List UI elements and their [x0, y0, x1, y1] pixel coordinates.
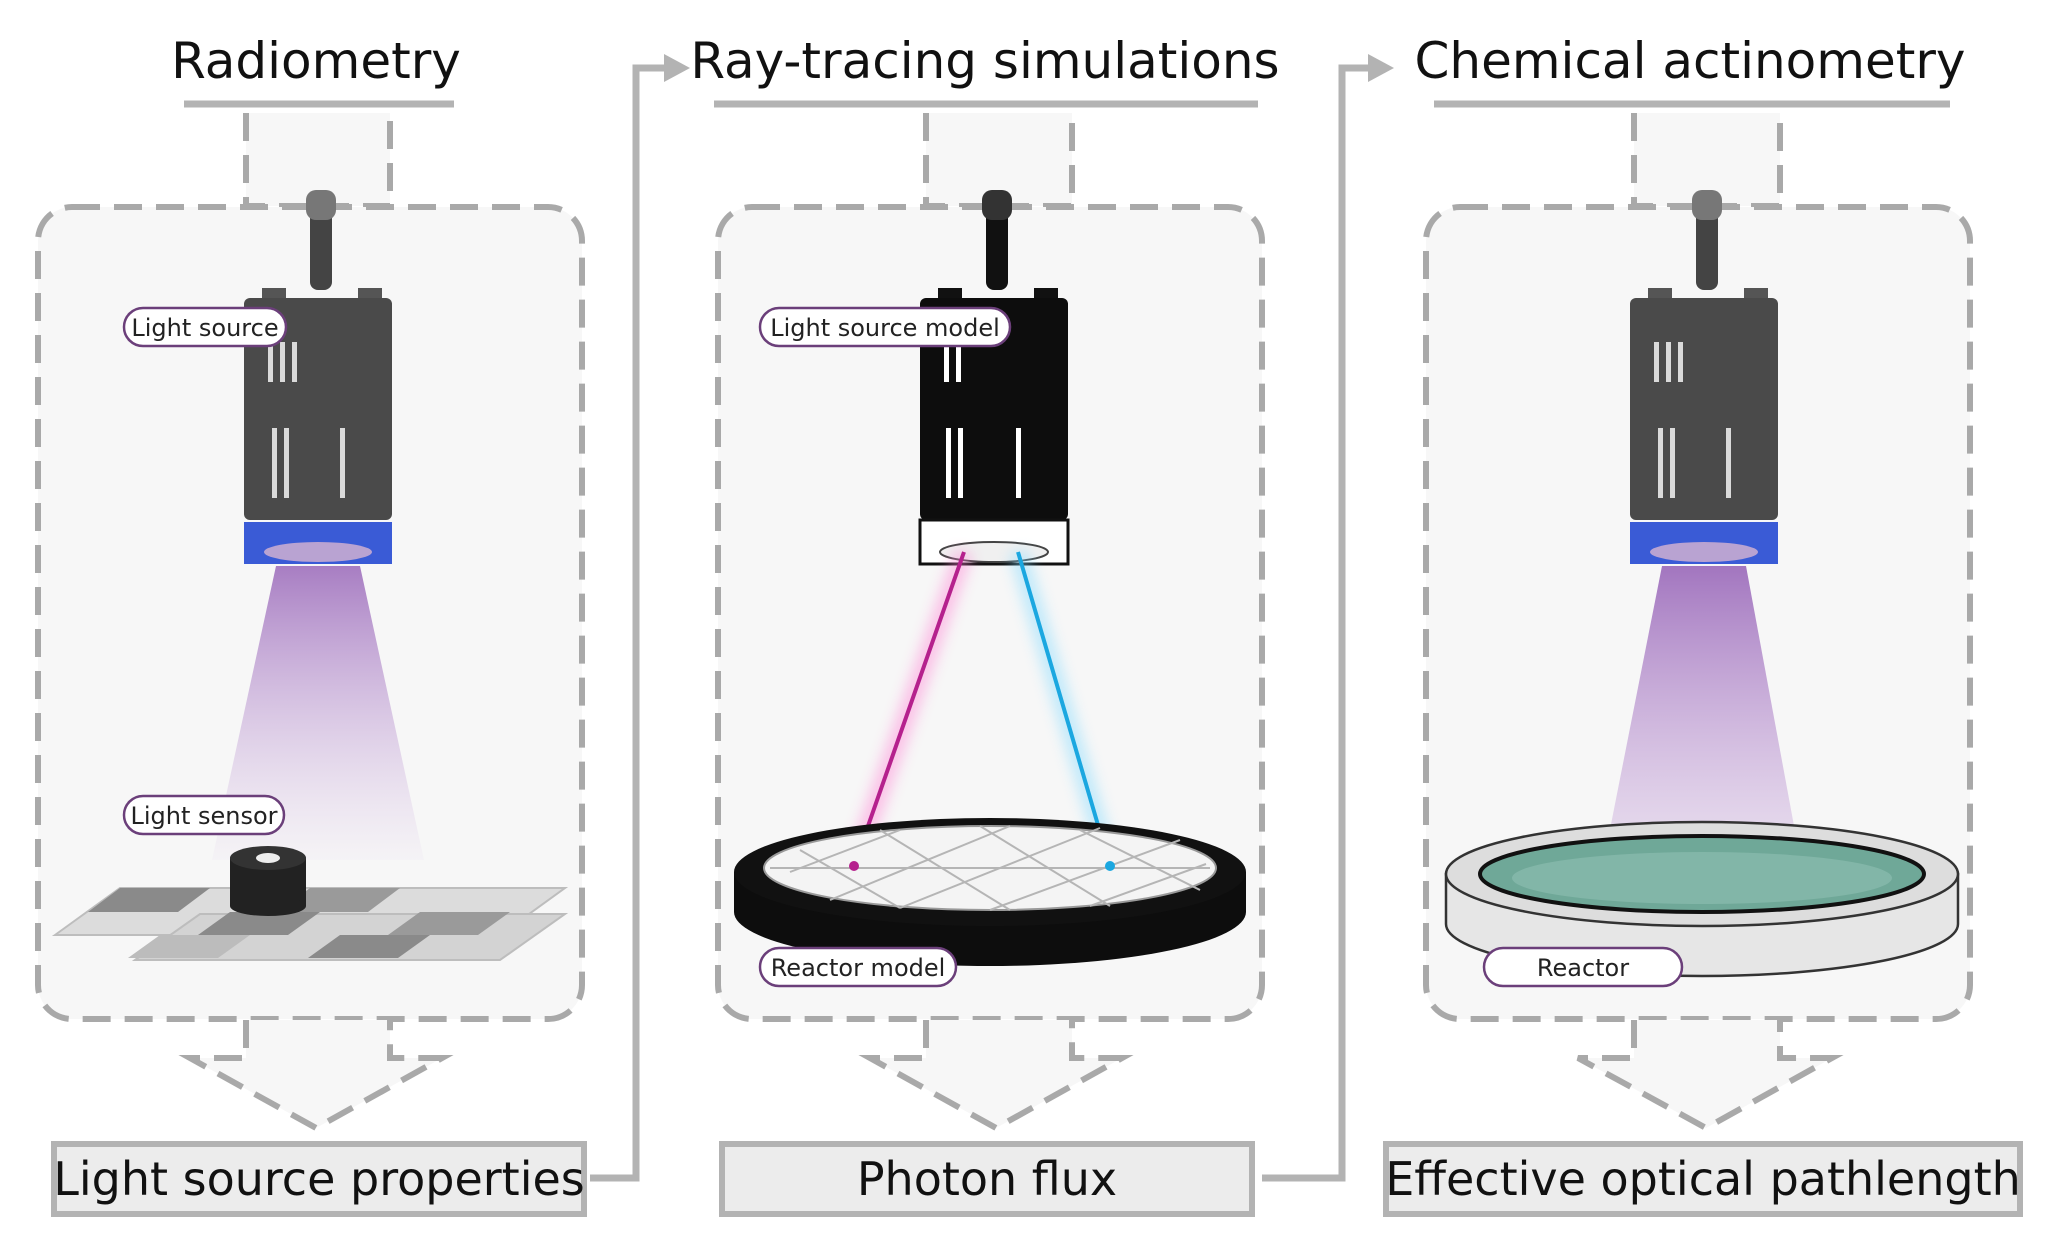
dashed-funnel-top: [243, 113, 393, 209]
panel-title: Radiometry: [171, 32, 461, 90]
panel-ray-tracing: Ray-tracing simulations: [690, 32, 1280, 1217]
checkerboard-icon: [51, 887, 569, 961]
panel-title: Ray-tracing simulations: [690, 32, 1279, 90]
label-light-sensor: Light sensor: [122, 794, 286, 836]
svg-text:Reactor model: Reactor model: [771, 954, 946, 982]
label-light-source: Light source: [122, 306, 288, 348]
flow-connector-2: [1262, 54, 1394, 1182]
dashed-funnel-top: [1631, 113, 1783, 209]
panel-title: Chemical actinometry: [1414, 32, 1965, 90]
ray-traces: [845, 549, 1119, 869]
reactor-model-icon: [734, 818, 1246, 966]
dashed-funnel-bottom: [1576, 1020, 1844, 1132]
dashed-funnel-bottom: [858, 1020, 1134, 1132]
svg-text:Reactor: Reactor: [1537, 954, 1629, 982]
svg-text:Light source: Light source: [131, 314, 278, 342]
light-beam: [212, 566, 424, 860]
svg-text:Light sensor: Light sensor: [130, 802, 277, 830]
arrow-icon: [1368, 54, 1394, 82]
light-sensor-icon: [230, 846, 306, 916]
output-box: [1383, 1141, 2023, 1217]
light-beam: [1600, 566, 1804, 880]
dashed-funnel-top: [923, 113, 1075, 209]
label-reactor: Reactor: [1482, 946, 1684, 988]
lamp-icon: [1630, 190, 1778, 564]
lamp-icon: [244, 190, 392, 564]
dashed-funnel-bottom: [178, 1020, 454, 1132]
arrow-icon: [664, 54, 690, 82]
flow-connector-1: [590, 54, 690, 1182]
output-label: Light source properties: [53, 1152, 585, 1206]
panel-chemical-actinometry: Chemical actinometry: [1383, 32, 2023, 1217]
output-label: Effective optical pathlength: [1385, 1152, 2021, 1206]
label-reactor-model: Reactor model: [758, 946, 958, 988]
output-box: [51, 1141, 587, 1217]
svg-text:Light source model: Light source model: [770, 314, 1000, 342]
output-label: Photon flux: [857, 1152, 1117, 1206]
output-box: [719, 1141, 1255, 1217]
label-light-source-model: Light source model: [758, 306, 1012, 348]
panel-radiometry: Radiometry: [35, 32, 587, 1217]
